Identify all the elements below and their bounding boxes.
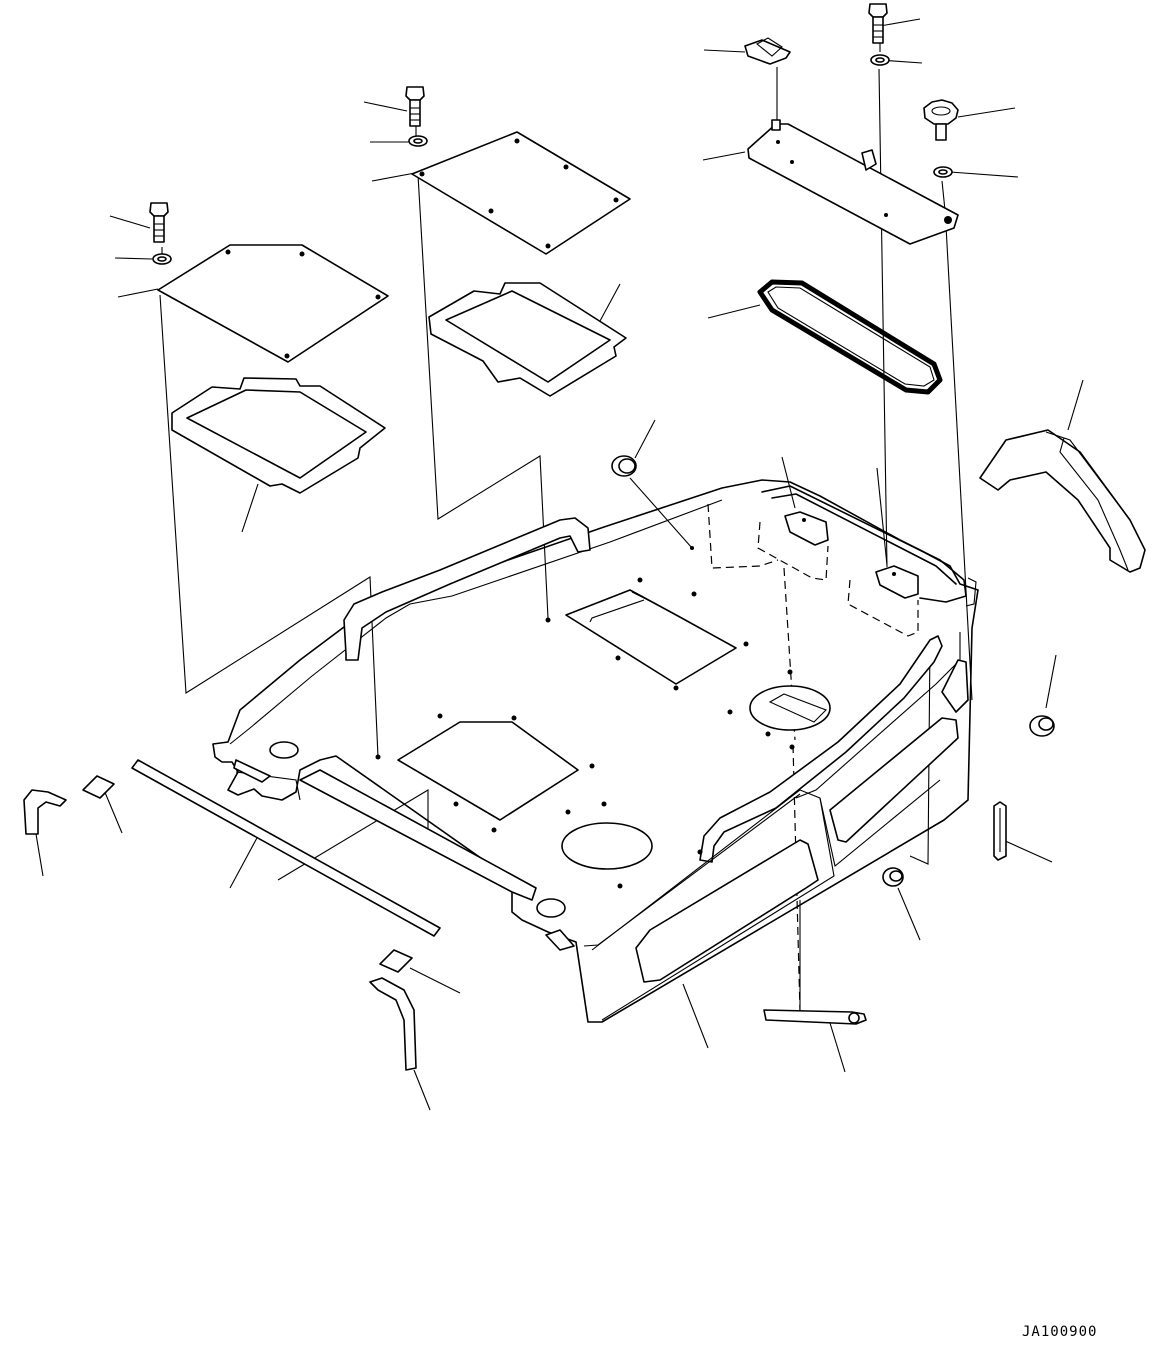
washer-right-knob (933, 166, 953, 178)
drawing-code: JA100900 (1022, 1324, 1098, 1340)
gasket-center (428, 282, 627, 397)
small-pad-bottom (379, 949, 413, 973)
bolt-center (405, 86, 425, 127)
bolt-right (868, 3, 888, 44)
grommet-right (1029, 715, 1055, 737)
pin-clip (993, 801, 1007, 861)
cover-plate-left (157, 244, 389, 363)
clip-top (744, 37, 791, 65)
cover-plate-right (747, 119, 959, 245)
gasket-left (171, 377, 386, 494)
seal-ring (757, 279, 943, 395)
bracket-bottom (369, 977, 417, 1071)
small-pad-left (82, 775, 115, 799)
bracket-left (23, 789, 67, 835)
grommet-bottom (882, 867, 904, 887)
washer-left (152, 253, 172, 265)
corner-cover (979, 429, 1146, 573)
long-strip (131, 759, 441, 937)
hinge-brackets (757, 485, 977, 637)
grommet-top (611, 455, 637, 477)
floor-holes (375, 546, 795, 889)
cover-plate-center (411, 131, 631, 255)
assembly-lines (159, 39, 973, 1017)
latch-bar (763, 1009, 867, 1025)
washer-center (408, 135, 428, 147)
knob-icon (923, 99, 959, 141)
floor-plate (212, 479, 979, 1023)
washer-right-top (870, 54, 890, 66)
bolt-left (149, 202, 169, 243)
